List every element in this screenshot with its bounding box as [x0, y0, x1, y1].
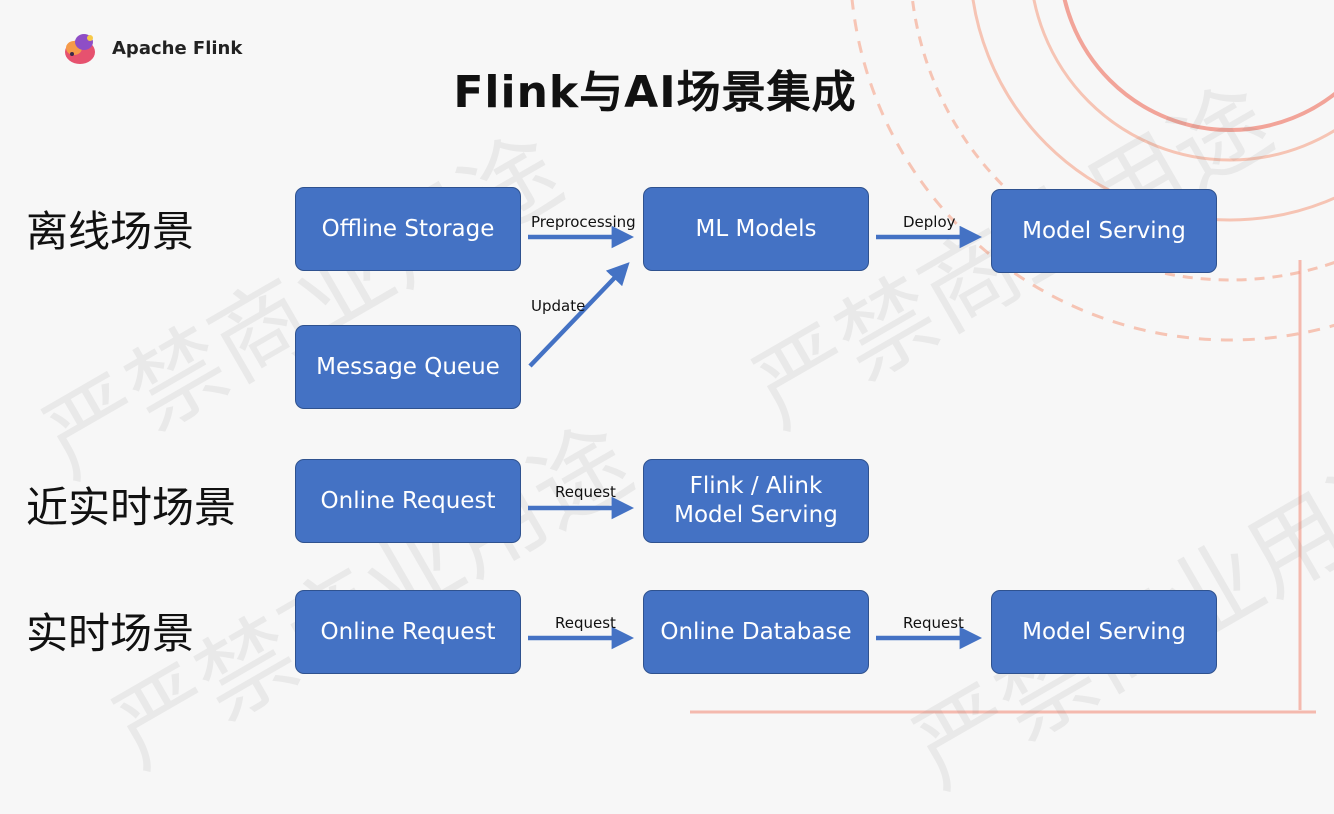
edge-label-request-rt-2: Request — [903, 614, 964, 632]
node-label: Flink / Alink Model Serving — [674, 473, 838, 528]
node-label: Online Request — [320, 487, 496, 514]
node-online-request-near: Online Request — [295, 459, 521, 543]
brand-logo: Apache Flink — [62, 28, 242, 68]
node-online-database: Online Database — [643, 590, 869, 674]
node-model-serving-offline: Model Serving — [991, 189, 1217, 273]
row-label-realtime: 实时场景 — [26, 609, 195, 658]
edge-label-update: Update — [531, 297, 586, 315]
arrow-layer — [528, 225, 983, 650]
node-label: Offline Storage — [321, 215, 495, 242]
node-ml-models: ML Models — [643, 187, 869, 271]
background-decoration — [690, 0, 1334, 714]
node-online-request-rt: Online Request — [295, 590, 521, 674]
edge-label-request-near: Request — [555, 483, 616, 501]
node-model-serving-rt: Model Serving — [991, 590, 1217, 674]
edge-label-preprocessing: Preprocessing — [531, 213, 636, 231]
edge-label-deploy: Deploy — [903, 213, 956, 231]
node-label: Online Request — [320, 618, 496, 645]
squirrel-icon — [65, 34, 95, 64]
row-label-offline: 离线场景 — [26, 207, 195, 256]
brand-name: Apache Flink — [112, 37, 243, 59]
node-label: Model Serving — [1022, 217, 1186, 244]
node-message-queue: Message Queue — [295, 325, 521, 409]
node-offline-storage: Offline Storage — [295, 187, 521, 271]
row-label-near-realtime: 近实时场景 — [26, 483, 237, 532]
arrow-update — [528, 262, 630, 368]
edge-label-request-rt-1: Request — [555, 614, 616, 632]
node-flink-alink-serving: Flink / Alink Model Serving — [643, 459, 869, 543]
page-title: Flink与AI场景集成 — [453, 67, 857, 118]
node-label: Model Serving — [1022, 618, 1186, 645]
node-label: Message Queue — [316, 353, 500, 380]
node-label: Online Database — [660, 618, 852, 645]
node-label: ML Models — [695, 215, 817, 242]
